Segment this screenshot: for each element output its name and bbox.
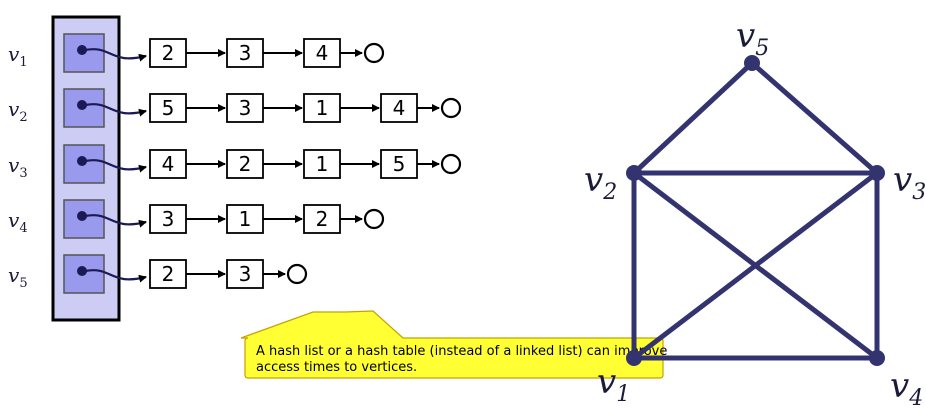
list-node-value: 3 [162, 207, 175, 231]
null-terminator [363, 208, 385, 230]
null-terminator [440, 153, 462, 175]
pointer-dot [77, 100, 87, 110]
graph-vertex-v3 [869, 165, 885, 181]
graph-edge [749, 60, 880, 176]
graph-vertex-v2 [626, 165, 642, 181]
null-terminator [363, 42, 385, 64]
list-node-value: 1 [316, 152, 329, 176]
list-node [380, 149, 418, 179]
list-node [149, 259, 187, 289]
graph: v1 v2 v3 v4 v5 [584, 16, 926, 409]
array-vertex-label: v3 [8, 153, 28, 181]
list-node-value: 2 [316, 207, 329, 231]
list-node-value: 2 [239, 152, 252, 176]
graph-edge [631, 60, 755, 176]
graph-vertex-v5 [744, 55, 760, 71]
pointer-cell [63, 199, 105, 239]
array-vertex-label: v5 [8, 263, 28, 291]
graph-vertex-label-v5: v5 [736, 16, 769, 61]
list-node-value: 2 [162, 41, 175, 65]
pointer-arrow [84, 103, 147, 117]
list-node [149, 149, 187, 179]
list-node-value: 3 [239, 96, 252, 120]
null-terminator [440, 97, 462, 119]
pointer-arrow [84, 48, 147, 62]
list-node-value: 4 [162, 152, 175, 176]
list-node [303, 204, 341, 234]
pointer-dot [77, 156, 87, 166]
list-node [226, 204, 264, 234]
callout: A hash list or a hash table (instead of … [240, 310, 667, 379]
array-vertex-label: v2 [8, 97, 28, 125]
graph-vertex-label-v2: v2 [584, 160, 617, 205]
pointer-arrow [84, 214, 147, 228]
graph-vertex-label-v1: v1 [597, 362, 630, 407]
pointer-dot [77, 266, 87, 276]
list-node [226, 259, 264, 289]
array-vertex-label: v1 [8, 42, 28, 70]
list-node-value: 3 [239, 41, 252, 65]
pointer-dot [77, 45, 87, 55]
list-node-value: 1 [316, 96, 329, 120]
graph-edge [631, 170, 880, 361]
list-node [303, 93, 341, 123]
graph-vertex-label-v4: v4 [890, 366, 923, 409]
list-node [226, 149, 264, 179]
graph-vertex-label-v3: v3 [893, 160, 926, 205]
list-node-value: 4 [316, 41, 329, 65]
list-node-value: 1 [239, 207, 252, 231]
pointer-arrow [84, 269, 147, 283]
list-node-value: 4 [393, 96, 406, 120]
callout-line-1: A hash list or a hash table (instead of … [256, 344, 667, 359]
callout-line-2: access times to vertices. [256, 360, 417, 375]
list-node [303, 38, 341, 68]
list-node-value: 2 [162, 262, 175, 286]
array-vertex-label: v4 [8, 208, 28, 236]
pointer-arrow [84, 159, 147, 173]
graph-vertex-v4 [869, 350, 885, 366]
graph-vertex-v1 [626, 350, 642, 366]
list-node-value: 3 [239, 262, 252, 286]
pointer-dot [77, 211, 87, 221]
null-terminator [286, 263, 308, 285]
adjacency-list: v1 2 3 4 v2 5 3 1 4 v3 4 2 1 5 v4 3 1 2 v5 2 3 [8, 15, 462, 322]
list-node-value: 5 [393, 152, 406, 176]
list-node-value: 5 [162, 96, 175, 120]
